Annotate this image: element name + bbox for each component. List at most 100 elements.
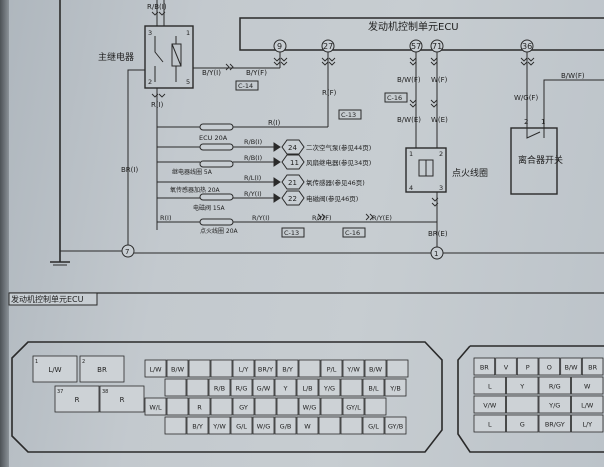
connector-pin	[473, 395, 506, 414]
pin-71: 71	[432, 42, 442, 51]
wire-by-f: B/Y(F)	[246, 69, 267, 77]
connector-pin-label: B/L	[368, 385, 379, 393]
ground-1: 1	[434, 250, 438, 258]
connector-pin	[210, 359, 233, 378]
connector-pin	[495, 357, 517, 376]
connector-pin	[473, 376, 506, 395]
connector-pin-label: L/Y	[582, 421, 592, 429]
connector-pin-label: Y/B	[389, 385, 401, 393]
connector-pin-label: W	[584, 383, 591, 391]
connector-pin	[340, 416, 363, 435]
connector-pin	[188, 397, 211, 416]
wire-rb2: R/B(I)	[244, 154, 262, 162]
connector-big-num: 38	[102, 389, 108, 395]
ref-21: 21	[288, 179, 297, 187]
connector-pin-label: L/B	[302, 385, 312, 393]
connector-pin	[276, 359, 299, 378]
connector-pin	[232, 359, 255, 378]
fuse-ign: 点火线圈 20A	[200, 227, 239, 235]
conn-c14: C-14	[238, 82, 253, 90]
connector-pin	[298, 359, 321, 378]
connector-pin	[254, 359, 277, 378]
connector-pin-label: Y/G	[548, 402, 560, 410]
wire-ry-i2: R/Y(I)	[252, 214, 270, 222]
coil-pin-2: 2	[439, 150, 443, 158]
connector-pin	[276, 397, 299, 416]
connector-pin	[473, 414, 506, 433]
wire-r-i-bottom: R(I)	[160, 214, 172, 222]
connector-pin	[362, 416, 385, 435]
connector-pin-label: GY/L	[346, 404, 361, 412]
connector-pin	[230, 378, 253, 397]
pin-57: 57	[411, 42, 421, 51]
connector-pin-label: B/Y	[192, 423, 203, 431]
connector-pin-label: L/W	[581, 402, 594, 410]
connector-big-num: 37	[57, 389, 63, 395]
connector-pin-label: V	[504, 364, 509, 372]
connector-pin	[164, 416, 187, 435]
connector-pin-label: B/W	[369, 366, 383, 374]
connector-pin-label: R	[197, 404, 202, 412]
fuse-ecu: ECU 20A	[199, 134, 228, 142]
connector-pin	[506, 414, 539, 433]
connector-pin-label: GY	[239, 404, 248, 412]
relay-pin-2: 2	[148, 78, 152, 86]
connector-pin-label: B/W	[171, 366, 185, 374]
wire-ry-e: R/Y(E)	[372, 214, 392, 222]
connector-pin-label: G	[520, 421, 525, 429]
fuses: ECU 20A R/B(I) 继电器线圈 5A R/B(I) 氧传感器加热 20…	[157, 123, 437, 238]
wire-wg-f: W/G(F)	[514, 94, 538, 102]
connector-pin	[342, 397, 365, 416]
ecu-connector-left	[11, 341, 443, 453]
main-relay-box	[144, 25, 194, 89]
connector-pin-label: G/L	[236, 423, 247, 431]
conn-c16-top: C-16	[387, 94, 402, 102]
wire-br-left-label: BR(I)	[121, 166, 138, 174]
connector-pin	[164, 378, 187, 397]
fuse-o2: 氧传感器加热 20A	[170, 186, 221, 194]
connector-big-cell-label: R	[120, 396, 125, 404]
connector-pin	[320, 359, 343, 378]
connector-pin-label: R/B	[214, 385, 225, 393]
connector-pin	[506, 395, 539, 414]
connector-pin-label: BR	[588, 364, 597, 372]
clutch-switch-box	[510, 127, 558, 195]
connector-pin	[296, 416, 319, 435]
connector-pin-label: W/G	[303, 404, 317, 412]
connector-pin	[296, 378, 319, 397]
relay-pin-3: 3	[148, 29, 152, 37]
connector-pin-label: G/W	[257, 385, 271, 393]
ref-22: 22	[288, 195, 297, 203]
connector-pin-label: R/G	[549, 383, 561, 391]
connector-pin-label: BR	[480, 364, 489, 372]
wire-ry-i: R/Y(I)	[244, 190, 262, 198]
connector-pin-label: W/G	[257, 423, 271, 431]
clutch-pin-1: 1	[541, 118, 545, 126]
relay-pin-1: 1	[186, 29, 190, 37]
connector-pin-label: L/Y	[239, 366, 249, 374]
connector-pin-label: W	[304, 423, 311, 431]
connector-big-cell	[79, 355, 125, 383]
wire-bw-right	[543, 79, 604, 128]
connector-pin	[473, 357, 496, 376]
connector-big-cell-label: R	[75, 396, 80, 404]
connector-pin-label: Y/W	[346, 366, 360, 374]
reference-tags: 24 二次空气泵(参见44页) 11 风扇继电器(参见34页) 21 氧传感器(…	[273, 139, 371, 206]
connector-pin-label: G/L	[368, 423, 379, 431]
connector-pin	[208, 378, 231, 397]
connector-pin	[506, 376, 539, 395]
pin-36: 36	[522, 42, 532, 51]
conn-c16-bottom: C-16	[345, 229, 360, 237]
connector-pin	[144, 397, 167, 416]
connector-pin-label: L	[488, 383, 492, 391]
ref-24-text: 二次空气泵(参见44页)	[306, 143, 371, 152]
connector-pin	[186, 416, 209, 435]
connector-pin	[362, 378, 385, 397]
connector-pin	[384, 416, 407, 435]
connector-pin	[232, 397, 255, 416]
connector-pin-label: BR/GY	[545, 421, 565, 429]
connector-pin	[230, 416, 253, 435]
coil-pin-4: 4	[409, 184, 413, 192]
ecu-connector-title: 发动机控制单元ECU	[11, 294, 84, 304]
